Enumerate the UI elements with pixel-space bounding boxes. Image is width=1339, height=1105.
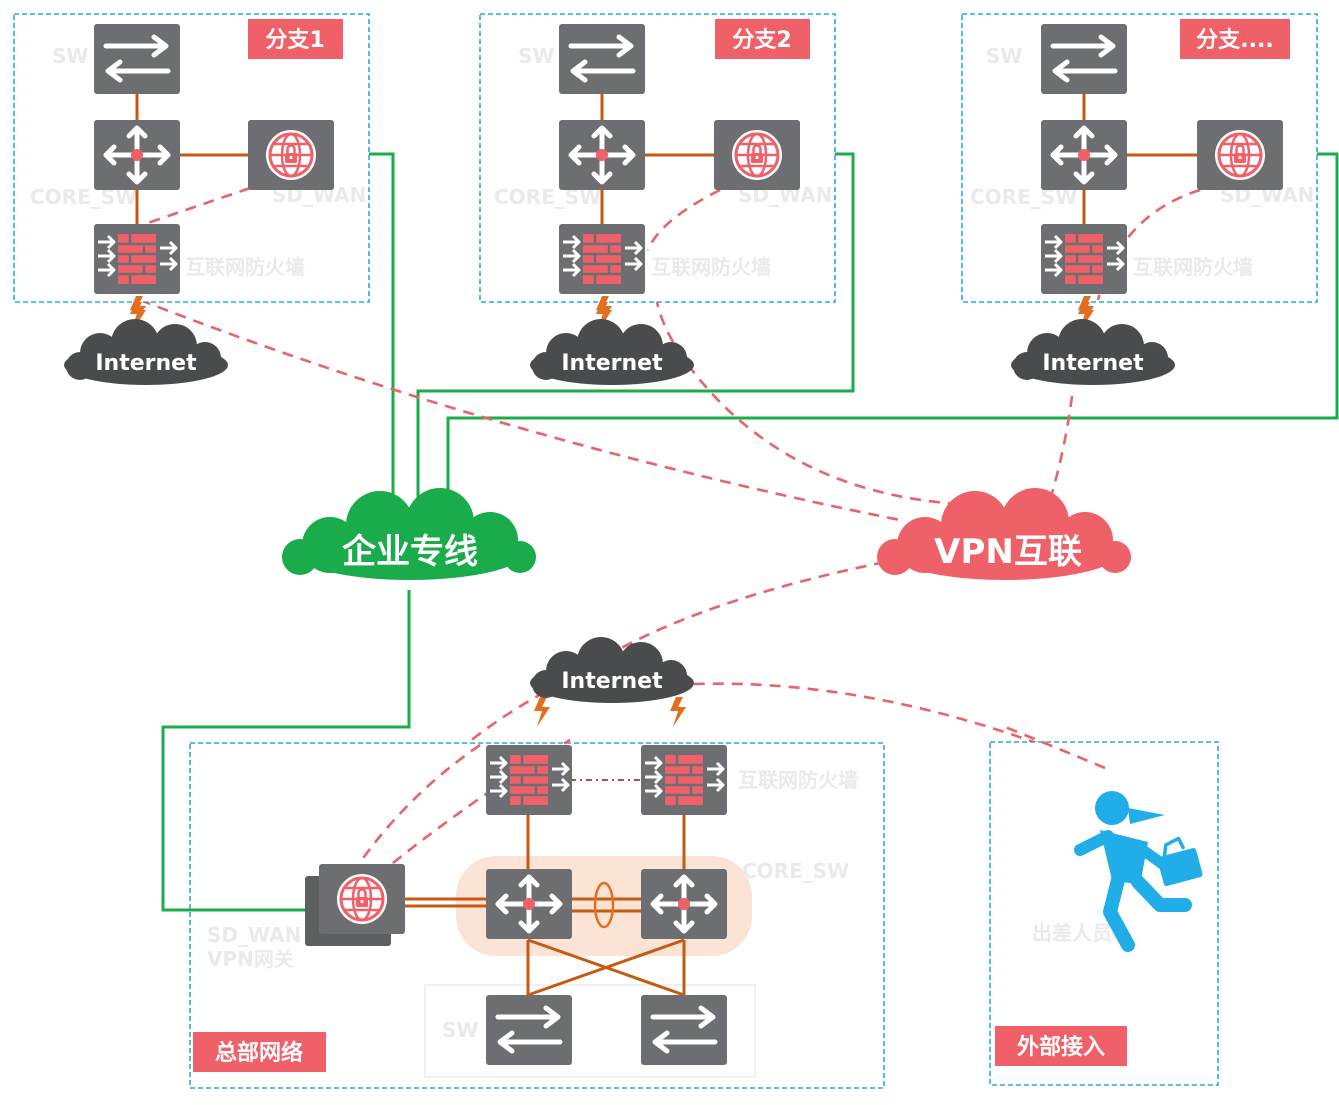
- branch-1-internet-label: Internet: [95, 351, 197, 376]
- external-vpn-dash: [999, 723, 1106, 770]
- traveler-label: 出差人员: [1032, 921, 1112, 945]
- hq-bolt-1-icon: [534, 697, 550, 727]
- branch-1-firewall-icon: [92, 222, 182, 296]
- hq-sw-label: SW: [442, 1018, 478, 1042]
- branch-2-core-switch-icon: [559, 120, 645, 190]
- branch-2-firewall-label: 互联网防火墙: [651, 255, 771, 279]
- branch-1-firewall-label: 互联网防火墙: [185, 255, 305, 279]
- branch-3-core-switch-icon: [1041, 120, 1127, 190]
- branch-2-firewall-icon: [557, 222, 647, 296]
- leased-line-cloud: 企业专线: [282, 488, 536, 580]
- branch-2-internet-cloud: Internet: [530, 319, 694, 385]
- hq-sw-2-switch-icon: [641, 995, 727, 1065]
- branch-2-sw-label: SW: [518, 44, 554, 68]
- branch-3-tag-bg: [1180, 19, 1290, 59]
- hq-firewall-1-icon: [484, 743, 574, 817]
- hq-tag-bg: [193, 1032, 326, 1072]
- hq-sdwan-label: SD_WAN: [207, 923, 301, 947]
- branch-2-sdwan-icon: [712, 118, 802, 192]
- hq-core-switch-2-icon: [641, 869, 727, 939]
- external-tag: 外部接入: [1017, 1034, 1105, 1060]
- branch-1-sw-label: SW: [52, 44, 88, 68]
- branch-2-sw-switch-icon: [559, 24, 645, 94]
- branch-2-internet-label: Internet: [561, 351, 663, 376]
- branch-1-core-switch-icon: [94, 120, 180, 190]
- hq-internet-label: Internet: [561, 669, 663, 694]
- hq-sw-1-switch-icon: [486, 995, 572, 1065]
- branch-1-sdwan-icon: [246, 118, 336, 192]
- hq-sdwan-icon: [317, 862, 407, 936]
- hq-firewall-2-icon: [639, 743, 729, 817]
- hq-vpn-gateway-label: VPN网关: [207, 947, 294, 971]
- hq-vpn-dashes-top: [346, 738, 571, 881]
- branch-3-sw-label: SW: [986, 44, 1022, 68]
- leased-line-label: 企业专线: [342, 532, 478, 572]
- branch-1-tag: 分支1: [265, 28, 324, 53]
- branch-3-internet-label: Internet: [1042, 351, 1144, 376]
- branch-3-firewall-label: 互联网防火墙: [1133, 255, 1253, 279]
- vpn-label: VPN互联: [934, 532, 1082, 572]
- branch-1-internet-cloud: Internet: [64, 319, 228, 385]
- traveler-icon: [1074, 791, 1203, 952]
- branch-3-sw-switch-icon: [1041, 24, 1127, 94]
- external-tag-bg: [995, 1026, 1127, 1066]
- branch-3-internet-cloud: Internet: [1011, 319, 1175, 385]
- branch-3-tag: 分支....: [1196, 28, 1273, 53]
- hq-core-switch-1-icon: [486, 869, 572, 939]
- vpn-cloud: VPN互联: [877, 488, 1131, 580]
- branch-2-tag: 分支2: [732, 28, 791, 53]
- branch-1-tag-bg: [248, 19, 343, 59]
- hq-firewall-label: 互联网防火墙: [738, 768, 858, 792]
- branch-3-sdwan-icon: [1195, 118, 1285, 192]
- hq-tag: 总部网络: [215, 1040, 303, 1066]
- hq-link-aggregation-ring: [593, 881, 615, 929]
- hq-core-label: CORE_SW: [742, 859, 849, 883]
- hq-copper-links-top: [405, 815, 686, 997]
- branch-1-sw-switch-icon: [94, 24, 180, 94]
- branch-3-firewall-icon: [1039, 222, 1129, 296]
- hq-bolt-2-icon: [670, 697, 686, 727]
- branch-copper-links-top: [135, 94, 1197, 224]
- hq-internet-cloud: Internet: [530, 637, 694, 703]
- branch-2-tag-bg: [715, 19, 810, 59]
